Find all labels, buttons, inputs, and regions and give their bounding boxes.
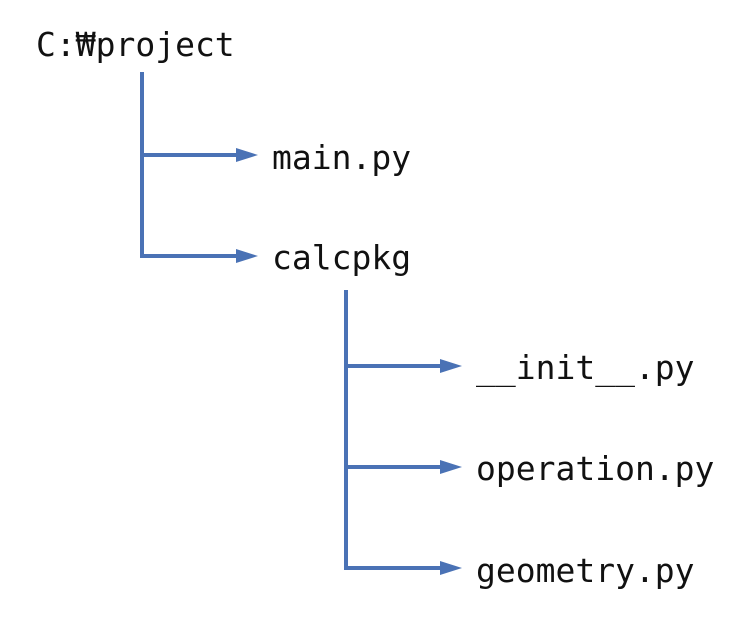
arrowhead-calcpkg [236,249,258,263]
geometry-py-file-label: geometry.py [476,551,695,590]
operation-py-file-label: operation.py [476,449,715,488]
root-folder-label: C:₩project [36,25,235,64]
main-py-file-label: main.py [272,138,412,177]
arrowhead-operation-py [440,460,462,474]
arrowhead-init-py [440,359,462,373]
calcpkg-folder-label: calcpkg [272,238,412,277]
connector-root-trunk [140,72,238,258]
arrowhead-geometry-py [440,561,462,575]
connector-calcpkg-trunk [344,290,442,570]
init-py-file-label: __init__.py [476,348,695,387]
arrowhead-main-py [236,148,258,162]
